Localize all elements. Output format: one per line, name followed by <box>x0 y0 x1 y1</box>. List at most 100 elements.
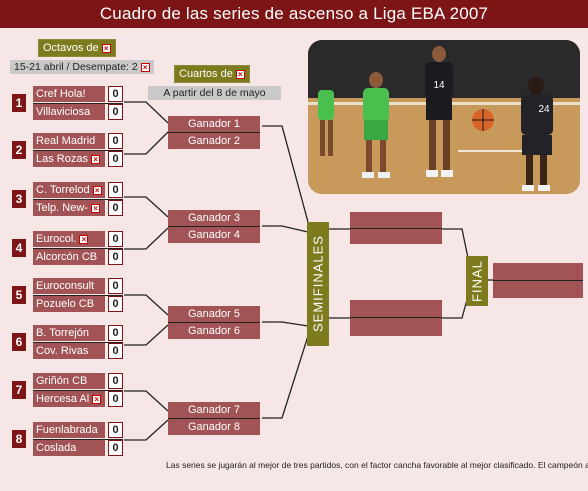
jersey-number-left: 14 <box>433 80 445 91</box>
match-divider <box>33 294 123 296</box>
team-home-name: Real Madrid <box>36 135 96 147</box>
team-home: B. Torrejón <box>33 325 105 341</box>
match-divider <box>33 247 123 249</box>
broken-image-icon: × <box>101 43 111 53</box>
score-home: 0 <box>108 278 123 294</box>
score-home: 0 <box>108 373 123 389</box>
octavos-dates-text: 15-21 abril / Desempate: 2 <box>14 61 138 73</box>
match-divider <box>33 389 123 391</box>
score-home: 0 <box>108 231 123 247</box>
match-number: 5 <box>12 286 26 304</box>
broken-image-icon: × <box>91 203 101 213</box>
cuartos-label: Cuartos de × <box>174 65 250 83</box>
team-away: Hercesa Al × <box>33 391 105 407</box>
match-number: 1 <box>12 94 26 112</box>
broken-image-icon: × <box>140 62 150 72</box>
team-home: C. Torrelod × <box>33 182 105 198</box>
score-away: 0 <box>108 104 123 120</box>
team-home: Cref Hola! <box>33 86 105 102</box>
team-away: Cov. Rivas <box>33 343 105 359</box>
octavos-label-text: Octavos de <box>43 42 99 54</box>
score-home: 0 <box>108 182 123 198</box>
match-divider <box>33 149 123 151</box>
broken-image-icon: × <box>91 154 101 164</box>
score-home: 0 <box>108 86 123 102</box>
team-away: Alcorcón CB <box>33 249 105 265</box>
match-number: 8 <box>12 430 26 448</box>
score-home: 0 <box>108 133 123 149</box>
team-home-name: Griñón CB <box>36 375 88 387</box>
match-divider <box>33 102 123 104</box>
match-number: 7 <box>12 381 26 399</box>
quarter-slot-top: Ganador 5 <box>168 306 260 322</box>
quarter-slot-top: Ganador 3 <box>168 210 260 226</box>
team-away-name: Las Rozas <box>36 153 88 165</box>
score-away: 0 <box>108 296 123 312</box>
team-away-name: Pozuelo CB <box>36 298 95 310</box>
team-away: Villaviciosa <box>33 104 105 120</box>
team-away-name: Coslada <box>36 442 77 454</box>
team-away: Las Rozas × <box>33 151 105 167</box>
broken-image-icon: × <box>235 69 245 79</box>
team-home-name: Fuenlabrada <box>36 424 98 436</box>
score-away: 0 <box>108 440 123 456</box>
match-divider <box>33 438 123 440</box>
quarter-slot-bottom: Ganador 4 <box>168 227 260 243</box>
team-away: Telp. New- × <box>33 200 105 216</box>
team-home-name: Cref Hola! <box>36 88 86 100</box>
quarter-slot-top: Ganador 7 <box>168 402 260 418</box>
quarter-divider <box>168 132 260 134</box>
page-title: Cuadro de las series de ascenso a Liga E… <box>0 0 588 28</box>
cuartos-label-text: Cuartos de <box>179 68 233 80</box>
score-away: 0 <box>108 151 123 167</box>
quarter-slot-top: Ganador 1 <box>168 116 260 132</box>
team-away-name: Hercesa Al <box>36 393 90 405</box>
semifinales-label: SEMIFINALES <box>307 222 329 346</box>
team-home: Real Madrid <box>33 133 105 149</box>
match-divider <box>33 341 123 343</box>
match-number: 6 <box>12 333 26 351</box>
team-home: Fuenlabrada <box>33 422 105 438</box>
match-divider <box>33 198 123 200</box>
match-number: 2 <box>12 141 26 159</box>
team-away-name: Villaviciosa <box>36 106 91 118</box>
team-home: Griñón CB <box>33 373 105 389</box>
champion-divider <box>493 280 583 282</box>
broken-image-icon: × <box>92 185 102 195</box>
score-away: 0 <box>108 343 123 359</box>
broken-image-icon: × <box>79 234 89 244</box>
score-home: 0 <box>108 325 123 341</box>
team-home-name: C. Torrelod <box>36 184 90 196</box>
octavos-dates: 15-21 abril / Desempate: 2 × <box>10 60 154 74</box>
team-away: Pozuelo CB <box>33 296 105 312</box>
match-number: 4 <box>12 239 26 257</box>
team-home: Eurocol. × <box>33 231 105 247</box>
semifinal-divider-2 <box>350 317 442 319</box>
quarter-slot-bottom: Ganador 6 <box>168 323 260 339</box>
quarter-divider <box>168 226 260 228</box>
broken-image-icon: × <box>92 394 102 404</box>
final-label: FINAL <box>466 256 488 306</box>
score-away: 0 <box>108 200 123 216</box>
octavos-label: Octavos de × <box>38 39 116 57</box>
quarter-divider <box>168 418 260 420</box>
team-home-name: Euroconsult <box>36 280 95 292</box>
quarter-slot-bottom: Ganador 8 <box>168 419 260 435</box>
semifinal-divider-1 <box>350 228 442 230</box>
team-away-name: Cov. Rivas <box>36 345 89 357</box>
score-away: 0 <box>108 391 123 407</box>
team-home: Euroconsult <box>33 278 105 294</box>
team-home-name: Eurocol. <box>36 233 77 245</box>
basketball-photo: 14 24 <box>308 40 580 194</box>
quarter-slot-bottom: Ganador 2 <box>168 133 260 149</box>
team-away-name: Telp. New- <box>36 202 88 214</box>
jersey-number-right: 24 <box>538 104 550 115</box>
team-away-name: Alcorcón CB <box>36 251 98 263</box>
team-home-name: B. Torrejón <box>36 327 89 339</box>
team-away: Coslada <box>33 440 105 456</box>
footnote-text: Las series se jugarán al mejor de tres p… <box>166 460 588 470</box>
score-home: 0 <box>108 422 123 438</box>
cuartos-dates: A partir del 8 de mayo <box>148 86 281 100</box>
